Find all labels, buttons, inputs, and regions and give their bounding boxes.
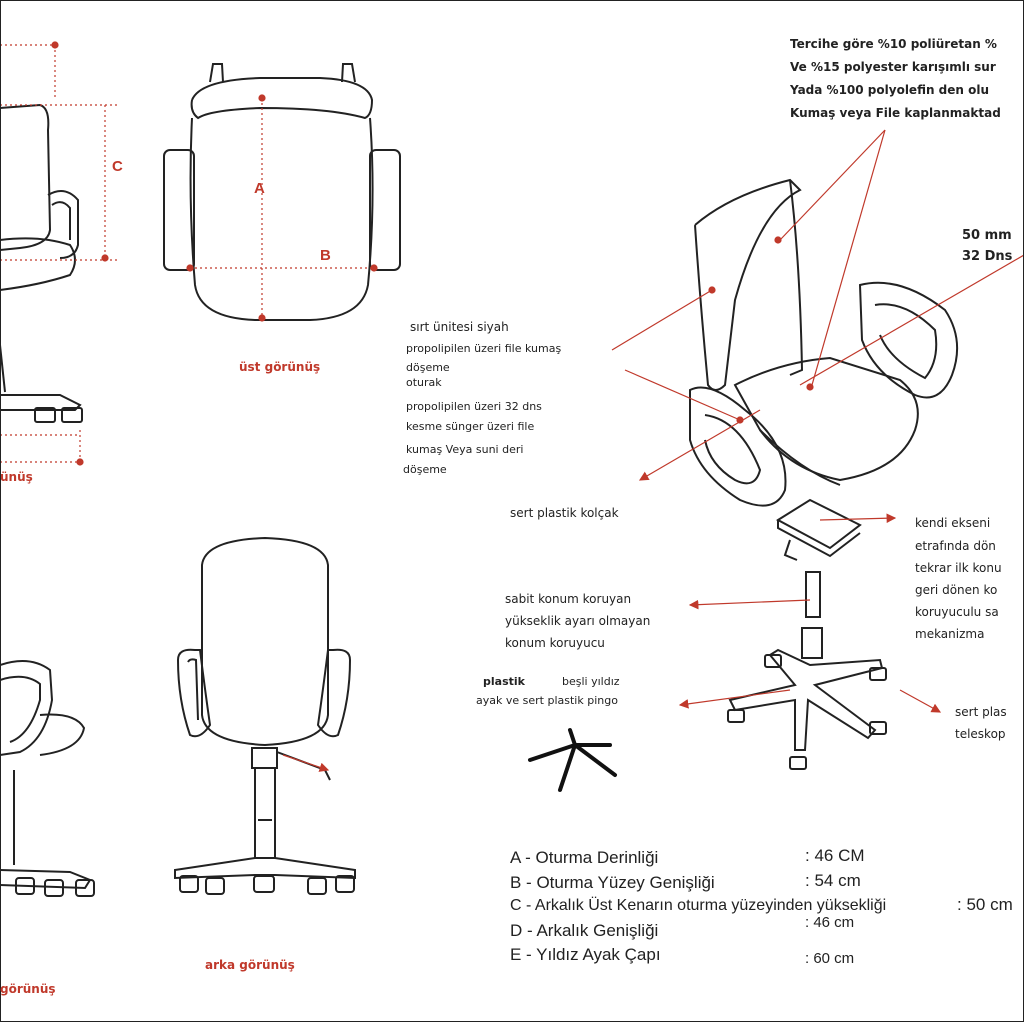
gas-lift-line: konum koruyucu xyxy=(505,636,605,650)
top-view-drawing xyxy=(163,63,401,321)
fabric-note-line: Ve %15 polyester karışımlı sur xyxy=(790,60,996,74)
side-view-caption: ünüş xyxy=(0,470,33,484)
dimension-letter-b: B xyxy=(320,247,331,264)
annotation-pointers xyxy=(282,129,1024,772)
casters-line: sert plas xyxy=(955,705,1007,719)
foam-note-line: 50 mm xyxy=(962,228,1012,243)
spec-value: : 46 CM xyxy=(805,846,865,865)
top-view-dimensions xyxy=(186,94,378,322)
seat-line: kumaş Veya suni deri xyxy=(406,443,524,456)
mechanism-line: koruyuculu sa xyxy=(915,605,999,619)
gas-lift-line: sabit konum koruyan xyxy=(505,592,632,606)
mechanism-line: mekanizma xyxy=(915,627,985,641)
fabric-note-line: Kumaş veya File kaplanmaktad xyxy=(790,106,1001,120)
base-line: beşli yıldız xyxy=(562,675,620,688)
foam-note-line: 32 Dns xyxy=(962,249,1013,264)
base-plastik: plastik xyxy=(483,675,525,688)
armrest-note: sert plastik kolçak xyxy=(510,506,619,520)
spec-label: E - Yıldız Ayak Çapı xyxy=(510,945,661,964)
mechanism-line: tekrar ilk konu xyxy=(915,561,1002,575)
seat-line: döşeme xyxy=(403,463,447,476)
mechanism-line: geri dönen ko xyxy=(915,583,998,597)
side-view-dimensions xyxy=(0,41,120,466)
casters-line: teleskop xyxy=(955,727,1006,741)
dimension-letter-c: C xyxy=(112,158,123,175)
exploded-view-drawing xyxy=(689,178,959,770)
seat-line: propolipilen üzeri 32 dns xyxy=(406,400,542,413)
front-view-drawing xyxy=(0,660,95,897)
fabric-note-line: Tercihe göre %10 poliüretan % xyxy=(790,37,997,51)
dimension-letter-a: A xyxy=(254,180,265,197)
base-line: ayak ve sert plastik pingo xyxy=(476,694,618,707)
back-unit-line: sırt ünitesi siyah xyxy=(410,320,509,334)
spec-label: A - Oturma Derinliği xyxy=(510,848,659,867)
spec-label: B - Oturma Yüzey Genişliği xyxy=(510,873,715,892)
spec-value: : 46 cm xyxy=(805,914,855,931)
spec-value: : 50 cm xyxy=(957,895,1013,914)
mechanism-line: kendi ekseni xyxy=(915,516,991,530)
back-unit-line: döşeme xyxy=(406,361,450,374)
spec-label: D - Arkalık Genişliği xyxy=(510,921,659,940)
spec-label: C - Arkalık Üst Kenarın oturma yüzeyinde… xyxy=(510,897,887,914)
spec-value: : 60 cm xyxy=(805,950,855,967)
back-unit-line: propolipilen üzeri file kumaş xyxy=(406,342,562,355)
seat-line: kesme sünger üzeri file xyxy=(406,420,535,433)
front-view-caption: görünüş xyxy=(0,982,56,996)
back-view-caption: arka görünüş xyxy=(205,958,295,972)
fabric-note-line: Yada %100 polyolefin den olu xyxy=(790,83,990,97)
mechanism-line: etrafında dön xyxy=(915,539,996,553)
gas-lift-line: yükseklik ayarı olmayan xyxy=(505,614,651,628)
star-base-icon xyxy=(528,728,617,792)
spec-value: : 54 cm xyxy=(805,871,861,890)
seat-line: oturak xyxy=(406,376,442,389)
top-view-caption: üst görünüş xyxy=(239,360,321,374)
side-view-drawing xyxy=(0,103,83,423)
back-view-drawing xyxy=(174,536,356,895)
